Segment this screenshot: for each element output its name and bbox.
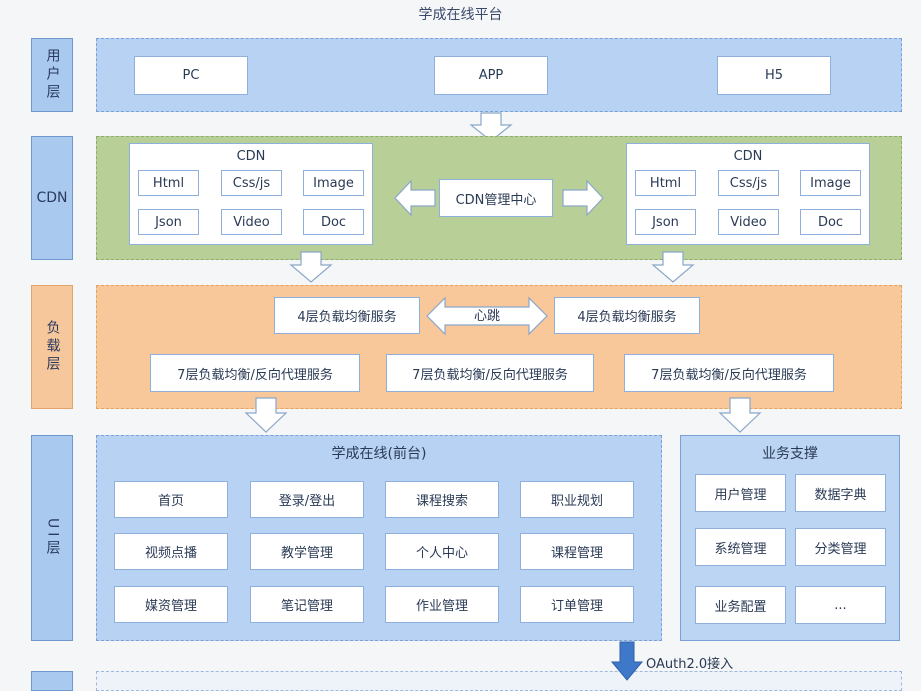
arrow-down-icon	[289, 251, 333, 283]
support-item-user: 用户管理	[695, 474, 786, 512]
arrow-down-icon	[469, 112, 513, 142]
support-title: 业务支撑	[762, 446, 818, 462]
heartbeat-label: 心跳	[473, 309, 500, 324]
cdn-left-item-cssjs: Css/js	[221, 170, 282, 196]
cdn-left-item-json: Json	[138, 209, 199, 235]
arrow-left-icon	[394, 179, 436, 217]
front-item-home: 首页	[114, 481, 228, 518]
layer-label-user: 用户层	[31, 38, 73, 112]
front-item-orders: 订单管理	[520, 586, 634, 623]
frontend-title: 学成在线(前台)	[331, 446, 427, 462]
support-item-system: 系统管理	[695, 528, 786, 566]
oauth-label: OAuth2.0接入	[646, 657, 734, 672]
front-item-teaching: 教学管理	[250, 533, 364, 570]
cdn-right-item-image: Image	[800, 170, 861, 196]
front-item-personal: 个人中心	[385, 533, 499, 570]
support-item-category: 分类管理	[795, 528, 886, 566]
layer-label-ui: UI层	[31, 435, 73, 641]
cdn-right-item-doc: Doc	[800, 209, 861, 235]
l4-lb-left: 4层负载均衡服务	[274, 297, 420, 334]
l7-lb-2: 7层负载均衡/反向代理服务	[386, 354, 594, 392]
cdn-right-item-video: Video	[718, 209, 779, 235]
front-item-course-mgmt: 课程管理	[520, 533, 634, 570]
heartbeat-arrow-icon	[426, 296, 548, 336]
user-item-pc: PC	[134, 56, 248, 95]
support-item-config: 业务配置	[695, 586, 786, 624]
support-item-more: ...	[795, 586, 886, 624]
cdn-right-item-html: Html	[635, 170, 696, 196]
front-item-notes: 笔记管理	[250, 586, 364, 623]
layer-label-load: 负载层	[31, 285, 73, 409]
cdn-right-item-cssjs: Css/js	[718, 170, 779, 196]
cdn-left-item-video: Video	[221, 209, 282, 235]
arrow-down-icon	[651, 251, 695, 283]
l7-lb-3: 7层负载均衡/反向代理服务	[624, 354, 834, 392]
arrow-right-icon	[562, 179, 604, 217]
user-item-h5: H5	[717, 56, 831, 95]
front-item-career: 职业规划	[520, 481, 634, 518]
cdn-management-center: CDN管理中心	[439, 179, 553, 217]
cdn-left-title: CDN	[236, 149, 266, 164]
l7-lb-1: 7层负载均衡/反向代理服务	[150, 354, 360, 392]
front-item-login: 登录/登出	[250, 481, 364, 518]
next-layer-panel	[96, 671, 902, 691]
arrow-down-icon	[718, 397, 762, 433]
cdn-right-item-json: Json	[635, 209, 696, 235]
user-item-app: APP	[434, 56, 548, 95]
cdn-right-title: CDN	[733, 149, 763, 164]
layer-label-next	[31, 671, 73, 691]
cdn-left-item-image: Image	[303, 170, 364, 196]
arrow-down-icon	[244, 397, 288, 433]
front-item-homework: 作业管理	[385, 586, 499, 623]
front-item-course-search: 课程搜索	[385, 481, 499, 518]
oauth-arrow-down-icon	[610, 641, 644, 681]
cdn-left-item-html: Html	[138, 170, 199, 196]
layer-label-cdn: CDN	[31, 136, 73, 260]
page-title: 学成在线平台	[418, 7, 503, 23]
support-item-dict: 数据字典	[795, 474, 886, 512]
l4-lb-right: 4层负载均衡服务	[554, 297, 700, 334]
front-item-vod: 视频点播	[114, 533, 228, 570]
cdn-left-item-doc: Doc	[303, 209, 364, 235]
front-item-media: 媒资管理	[114, 586, 228, 623]
